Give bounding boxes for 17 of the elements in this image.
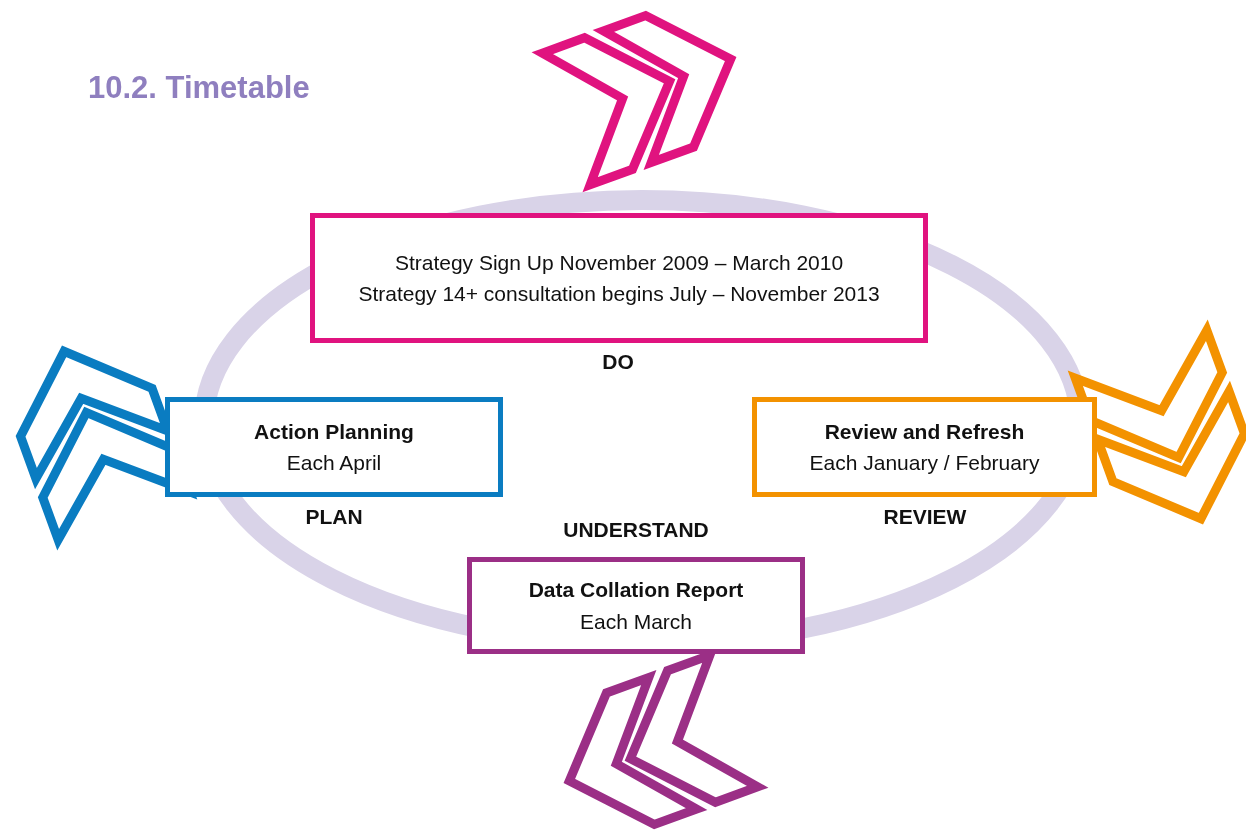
stage-heading: Review and Refresh (824, 418, 1025, 445)
stage-box (165, 397, 503, 497)
stage-box (310, 213, 928, 343)
stage-label: REVIEW (883, 505, 967, 529)
stage-label: UNDERSTAND (563, 518, 709, 542)
stage-heading: Data Collation Report (528, 577, 744, 603)
stage-label: DO (602, 350, 634, 374)
stage-text: Each April (286, 450, 382, 476)
stage-text: Strategy 14+ consultation begins July – November 2013 (358, 281, 880, 307)
stage-label: PLAN (305, 505, 363, 529)
stage-box (467, 557, 805, 654)
title: 10.2. Timetable (88, 70, 310, 106)
stage-text: Each January / February (809, 450, 1040, 476)
stage-text: Each March (579, 608, 692, 635)
stage-box (752, 397, 1097, 497)
stage-text: Strategy Sign Up November 2009 – March 2010 (394, 249, 844, 276)
stage-heading: Action Planning (254, 418, 414, 445)
